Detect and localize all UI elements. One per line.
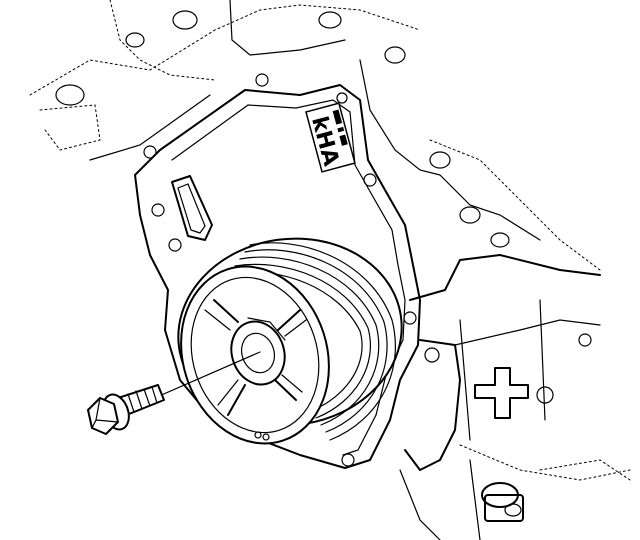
crankshaft-balancer — [177, 237, 403, 445]
engine-block — [29, 0, 601, 271]
cover-label: kHA — [305, 102, 356, 173]
front-cover: kHA — [134, 73, 421, 469]
balancer-bolt — [87, 351, 261, 435]
bolt-axis-line — [149, 351, 261, 401]
lower-block — [399, 254, 631, 540]
